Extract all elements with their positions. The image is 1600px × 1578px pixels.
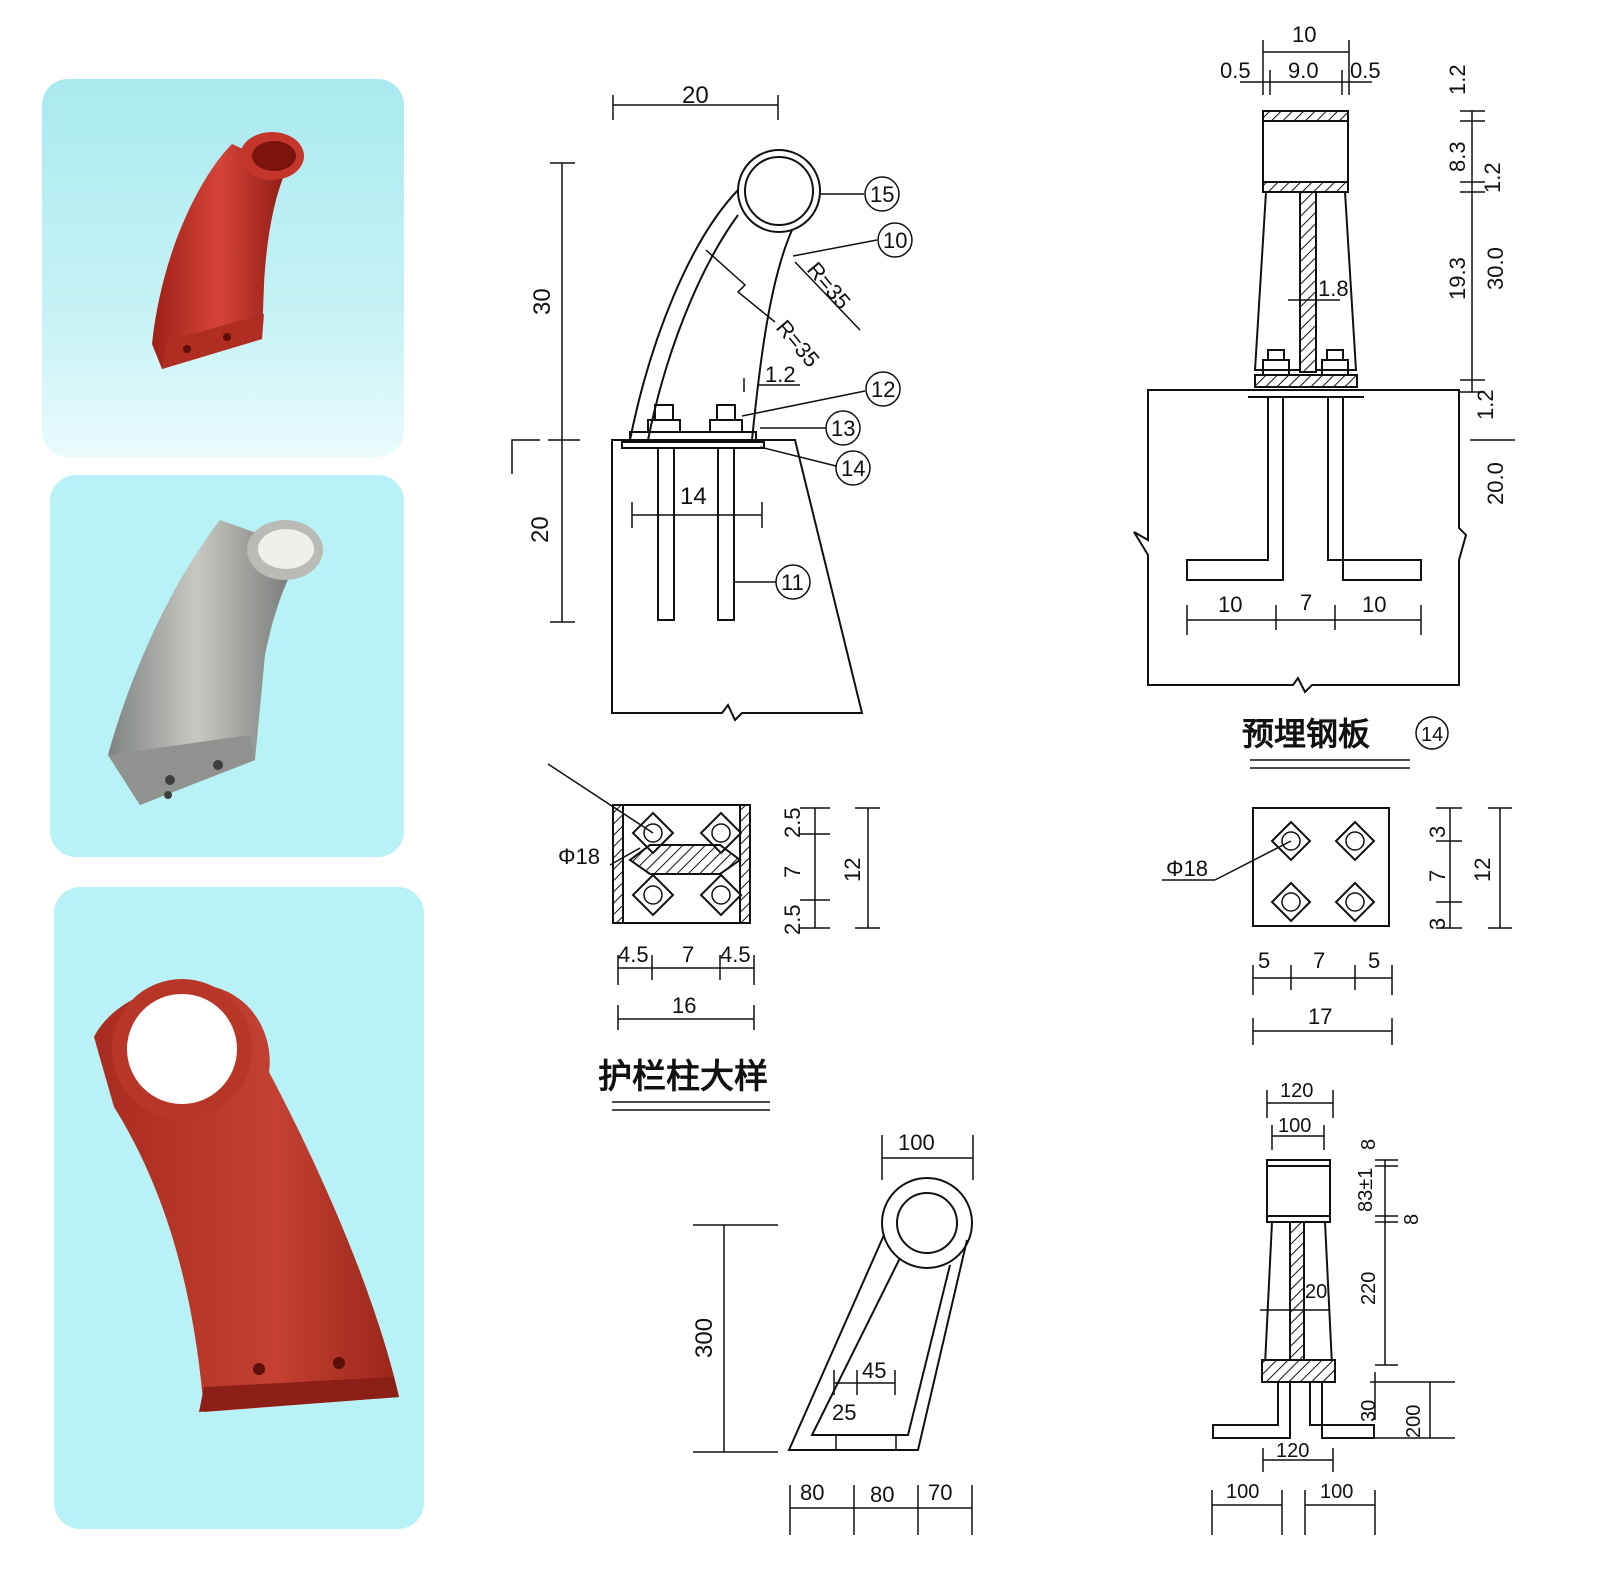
- front-bottom-left: 10: [1218, 592, 1242, 617]
- mm-side-web-b: 25: [832, 1400, 856, 1425]
- mm-front-top-inner: 100: [1278, 1115, 1311, 1137]
- dim-wall: 1.2: [765, 362, 796, 387]
- front-dim-inner: 9.0: [1288, 58, 1319, 83]
- dim-post-height: 30: [529, 288, 556, 315]
- svg-text:12: 12: [871, 377, 895, 402]
- mm-side-top: 100: [898, 1130, 935, 1155]
- dim-bolt-spacing: 14: [680, 483, 707, 510]
- front-dim-top: 10: [1292, 22, 1316, 47]
- plate-dim-v-top: 3: [1425, 826, 1450, 838]
- base-dim-v-top: 2.5: [780, 807, 805, 838]
- front-bottom-right: 10: [1362, 592, 1386, 617]
- dim-embed-depth: 20: [527, 516, 554, 543]
- front-chain-3: 1.2: [1480, 162, 1505, 193]
- caption-embedded-plate: 预埋钢板: [1242, 716, 1370, 752]
- base-hole-label: Φ18: [558, 844, 600, 869]
- front-chain-2: 8.3: [1445, 141, 1470, 172]
- mm-side-bottom-2: 80: [870, 1482, 894, 1507]
- base-total-width: 16: [672, 993, 696, 1018]
- mm-front-base-a: 30: [1358, 1400, 1380, 1422]
- plate-total-width: 17: [1308, 1004, 1332, 1029]
- front-dim-left-gap: 0.5: [1220, 58, 1251, 83]
- mm-front-chain-2: 83±1: [1355, 1168, 1377, 1212]
- part-number-15: 15: [864, 176, 900, 212]
- plate-dim-v-bot: 3: [1425, 918, 1450, 930]
- mm-side-web-a: 45: [862, 1358, 886, 1383]
- red-bracket-closeup-photo: [94, 979, 399, 1412]
- front-embed-depth: 20.0: [1483, 462, 1508, 505]
- mm-front-top-outer: 120: [1280, 1080, 1313, 1102]
- front-dim-right-gap: 0.5: [1350, 58, 1381, 83]
- dim-radius-outer: R=35: [802, 257, 855, 314]
- galvanized-bracket-photo: [108, 520, 323, 805]
- svg-text:11: 11: [781, 570, 804, 595]
- red-cast-bracket-photo: [152, 132, 304, 369]
- base-dim-h-right: 4.5: [720, 942, 751, 967]
- mm-front-web: 20: [1305, 1281, 1327, 1303]
- front-total-height: 30.0: [1483, 247, 1508, 290]
- plate-plan-drawing: Φ18 5 7 5 17 3 7 3 12: [1162, 807, 1512, 1045]
- mm-front-bolt-gap: 120: [1276, 1440, 1309, 1462]
- rail-tube-ring: [737, 149, 821, 233]
- base-dim-v-bot: 2.5: [780, 904, 805, 935]
- front-dim-web: 1.8: [1318, 276, 1349, 301]
- mm-front-chain-4: 220: [1358, 1272, 1380, 1305]
- front-chain-4: 19.3: [1445, 257, 1470, 300]
- part-number-10: 10: [877, 222, 913, 258]
- photo-card-red-bracket: [42, 79, 404, 457]
- part-number-14: 14: [835, 450, 871, 486]
- front-chain-5: 1.2: [1473, 389, 1498, 420]
- mm-front-view-drawing: 120 100 20 8 83±1 8 220 30 200 120: [1211, 1080, 1455, 1535]
- svg-text:14: 14: [841, 456, 865, 481]
- mm-side-bottom-3: 70: [928, 1480, 952, 1505]
- plate-dim-v-mid: 7: [1425, 870, 1450, 882]
- bolt-hole-symbol: [631, 811, 743, 917]
- base-dim-h-mid: 7: [682, 942, 694, 967]
- photo-card-red-bracket-closeup: [54, 887, 424, 1529]
- front-bottom-mid: 7: [1300, 590, 1312, 615]
- part-number-11: 11: [775, 564, 811, 600]
- dim-top-width: 20: [682, 82, 709, 109]
- mm-side-height: 300: [691, 1318, 718, 1358]
- mm-side-bottom-1: 80: [800, 1480, 824, 1505]
- front-view-drawing: 10 9.0 0.5 0.5 1.8 1.2 8.3 1.2 19.3 1.2 …: [1133, 22, 1515, 769]
- plate-dim-h-left: 5: [1258, 948, 1270, 973]
- side-view-drawing: 20 30 20 14 R=35 R=35 1.2 15 10 12 13 14: [511, 82, 913, 722]
- mm-front-chain-3: 8: [1401, 1214, 1423, 1225]
- mm-front-chain-1: 8: [1358, 1139, 1380, 1150]
- base-dim-h-left: 4.5: [618, 942, 649, 967]
- base-dim-v-mid: 7: [780, 866, 805, 878]
- mm-front-bottom-right: 100: [1320, 1481, 1353, 1503]
- bolt-hole-symbol: [1270, 820, 1376, 923]
- front-chain-1: 1.2: [1445, 64, 1470, 95]
- caption-plate-number: 14: [1421, 724, 1443, 746]
- plate-dim-h-right: 5: [1368, 948, 1380, 973]
- base-plan-drawing: Φ18 4.5 7 4.5 16 2.5 7 2.5 12 护栏柱大样: [547, 763, 880, 1111]
- svg-text:10: 10: [883, 228, 907, 253]
- photo-card-galvanized-bracket: [50, 475, 404, 857]
- part-number-13: 13: [825, 410, 861, 446]
- mm-front-embed: 200: [1403, 1405, 1425, 1438]
- plate-dim-h-mid: 7: [1313, 948, 1325, 973]
- part-number-12: 12: [865, 371, 901, 407]
- svg-text:13: 13: [831, 416, 855, 441]
- caption-guardrail-post-detail: 护栏柱大样: [598, 1058, 768, 1096]
- mm-front-bottom-left: 100: [1226, 1481, 1259, 1503]
- base-total-height: 12: [840, 858, 865, 882]
- plate-hole-label: Φ18: [1166, 856, 1208, 881]
- plate-total-height: 12: [1470, 858, 1495, 882]
- mm-side-view-drawing: 100 300 45 25 80 80 70: [691, 1130, 974, 1535]
- svg-text:15: 15: [870, 182, 894, 207]
